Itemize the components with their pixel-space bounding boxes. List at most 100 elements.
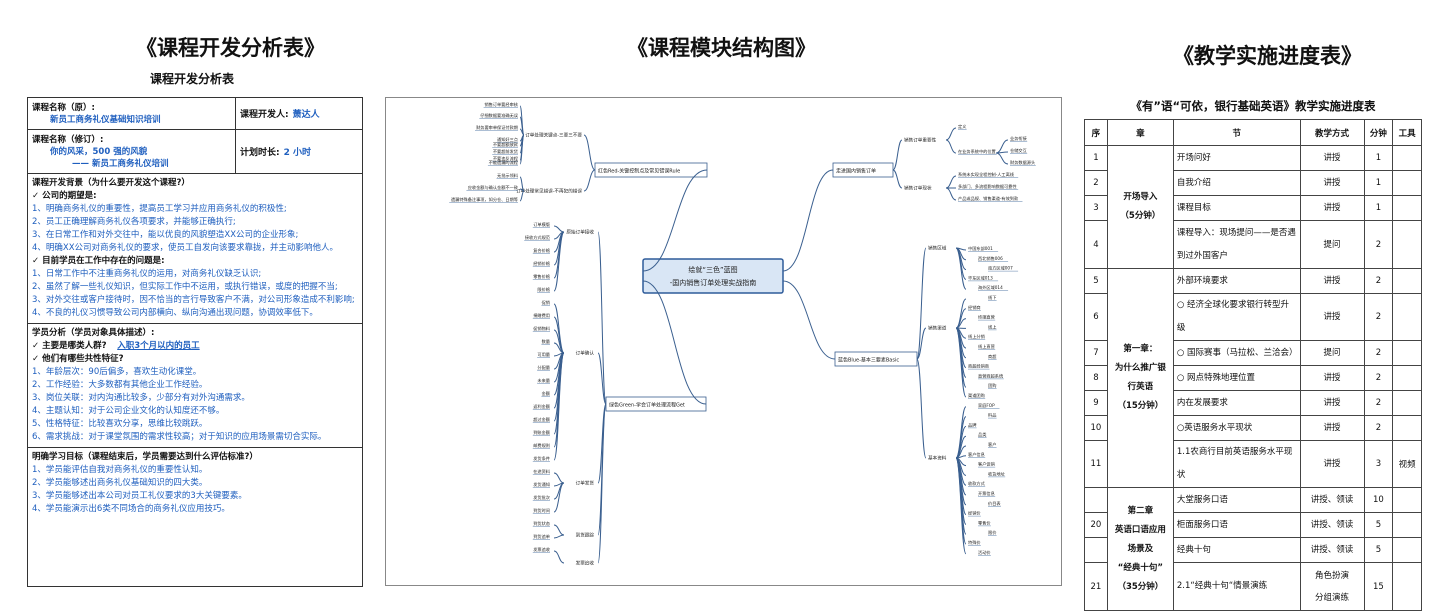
blue-leaf: 线上分销 xyxy=(968,333,985,340)
green-leaf: 邮费规则 xyxy=(533,442,550,449)
course-name-original-label: 课程名称（原）: xyxy=(32,101,231,113)
connector-white-leaf xyxy=(946,128,956,140)
minutes-cell: 2 xyxy=(1364,341,1393,366)
tool-cell xyxy=(1393,269,1422,294)
section-cell: ○ 网点特殊地理位置 xyxy=(1173,366,1300,391)
method-cell: 提问 xyxy=(1300,341,1364,366)
branch-label-blue: 蓝色Blue-基本三要素Basic xyxy=(838,357,899,364)
learner-trait-item: 3、岗位关联：对内沟通比较多，少部分有对外沟通需求。 xyxy=(32,392,358,405)
connector-white-leaf xyxy=(946,176,956,188)
chapter-label-line: 场景及 xyxy=(1111,540,1170,559)
connector-red-leaf xyxy=(584,170,595,191)
minutes-cell: 10 xyxy=(1364,488,1393,513)
minutes-cell: 15 xyxy=(1364,563,1393,611)
white-sub: 销售订单现状 xyxy=(904,185,932,192)
course-name-revised-line1: 你的风采，500 强的风貌 xyxy=(32,145,231,157)
green-leaf: 金额 xyxy=(542,390,551,397)
section-cell: 自我介绍 xyxy=(1173,171,1300,196)
method-line: 讲授 xyxy=(1304,453,1361,475)
connector-white-leaf xyxy=(996,153,1008,164)
method-line: 讲授 xyxy=(1304,147,1361,169)
connector-white-leaf xyxy=(946,188,956,200)
blue-leaf: 线下 xyxy=(988,294,996,301)
connector-green-leaf xyxy=(554,304,564,353)
header-method: 教学方式 xyxy=(1300,120,1364,146)
method-cell: 讲授 xyxy=(1300,294,1364,341)
white-leaf: 产品或品规、销售渠道-有效到款 xyxy=(958,195,1019,202)
blue-leaf: 西北销售006 xyxy=(978,255,1003,262)
course-name-revised-label: 课程名称（修订）: xyxy=(32,133,231,145)
learner-who-label: ✓ 主要是哪类人群? xyxy=(32,341,107,351)
blue-leaf: 限价 xyxy=(988,529,997,536)
method-cell: 讲授 xyxy=(1300,441,1364,488)
connector-center-green xyxy=(643,281,706,404)
green-leaf: 促销物料 xyxy=(533,325,551,332)
problem-item: 2、虽然了解一些礼仪知识，但实际工作中不运用，或执行错误，或度的把握不当; xyxy=(32,281,358,294)
white-leaf: 系统未实现全程控制-人工离线 xyxy=(958,171,1015,178)
section-cell: 内在发展要求 xyxy=(1173,391,1300,416)
green-sub: 发票追收 xyxy=(576,560,595,567)
blue-leaf: 海外区域014 xyxy=(978,284,1003,291)
red-sub-leaf: 无批示领料 xyxy=(497,172,519,179)
problem-item: 1、日常工作中不注重商务礼仪的运用，对商务礼仪缺乏认识; xyxy=(32,268,358,281)
analysis-subtitle: 课程开发分析表 xyxy=(150,70,234,87)
minutes-cell: 2 xyxy=(1364,416,1393,441)
chapter-label-line: 英语口语应用 xyxy=(1111,521,1170,540)
section-cell: 外部环境要求 xyxy=(1173,269,1300,294)
red-sub-leaf: 财务要审单保证付款期 xyxy=(476,124,518,131)
blue-leaf: 客户促销 xyxy=(978,461,995,468)
minutes-cell: 1 xyxy=(1364,171,1393,196)
connector-green-sub xyxy=(598,404,606,563)
green-sub: 订单发货 xyxy=(576,480,595,487)
green-leaf: 零售价格 xyxy=(533,273,551,280)
red-leaf: 订单处理关键点-三要三不要 xyxy=(525,132,582,139)
method-line: 提问 xyxy=(1304,342,1361,364)
row-number: 6 xyxy=(1085,294,1108,341)
connector-blue-leaf xyxy=(956,407,966,458)
row-number: 3 xyxy=(1085,196,1108,221)
tool-cell xyxy=(1393,146,1422,171)
problem-item: 3、对外交往或客户接待时，因不恰当的言行导致客户不满，对公司形象造成不利影响; xyxy=(32,294,358,307)
row-number xyxy=(1085,488,1108,513)
minutes-cell: 5 xyxy=(1364,538,1393,563)
section-cell: ○ 国际赛事（马拉松、兰洽会） xyxy=(1173,341,1300,366)
green-leaf: 接收方式规范 xyxy=(525,234,550,241)
green-sub: 原始订单接收 xyxy=(566,229,594,236)
section-cell: 1.1农商行目前英语服务水平现状 xyxy=(1173,441,1300,488)
tool-cell xyxy=(1393,341,1422,366)
method-line: 讲授 xyxy=(1304,417,1361,439)
method-cell: 讲授 xyxy=(1300,269,1364,294)
learner-trait-item: 2、工作经验：大多数都有其他企业工作经验。 xyxy=(32,379,358,392)
row-number: 4 xyxy=(1085,221,1108,269)
green-leaf: 到货追单 xyxy=(533,533,550,540)
row-number: 9 xyxy=(1085,391,1108,416)
duration-label: 计划时长: xyxy=(240,145,280,158)
course-name-revised-cell: 课程名称（修订）: 你的风采，500 强的风貌 —— 新员工商务礼仪培训 xyxy=(28,130,236,173)
course-name-original-cell: 课程名称（原）: 新员工商务礼仪基础知识培训 xyxy=(28,98,236,129)
developer-label: 课程开发人: xyxy=(240,107,289,120)
developer-value: 萧达人 xyxy=(293,107,320,120)
blue-leaf: 商超 xyxy=(988,353,997,360)
method-line: 提问 xyxy=(1304,234,1361,256)
green-leaf: 超过金额 xyxy=(533,416,551,423)
green-leaf: 在途资料 xyxy=(533,468,551,475)
center-node-subtitle: -国内销售订单处理实战指南 xyxy=(670,278,757,287)
red-sub-leaf: 不要超前发货 xyxy=(493,148,518,155)
blue-leaf: 中国东部001 xyxy=(968,245,993,252)
learner-title: 学员分析（学员对象具体描述）: xyxy=(32,327,358,340)
minutes-cell: 2 xyxy=(1364,294,1393,341)
header-no: 序 xyxy=(1085,120,1108,146)
green-leaf: 限价格 xyxy=(537,286,550,293)
developer-cell: 课程开发人: 萧达人 xyxy=(236,98,362,129)
duration-cell: 计划时长: 2 小时 xyxy=(236,130,362,173)
schedule-heading: 《教学实施进度表》 xyxy=(1173,40,1362,70)
section-cell: 2.1“经典十句“情景演练 xyxy=(1173,563,1300,611)
white-leaf: 仓储交互 xyxy=(1010,147,1027,154)
green-leaf: 发票追收 xyxy=(533,546,551,553)
header-chapter: 章 xyxy=(1107,120,1173,146)
minutes-cell: 2 xyxy=(1364,221,1393,269)
background-title: 课程开发背景（为什么要开发这个课程?） xyxy=(32,177,358,190)
green-leaf: 返利金额 xyxy=(533,403,551,410)
blue-leaf: 料品 xyxy=(988,412,996,419)
method-line: 讲授 xyxy=(1304,270,1361,292)
